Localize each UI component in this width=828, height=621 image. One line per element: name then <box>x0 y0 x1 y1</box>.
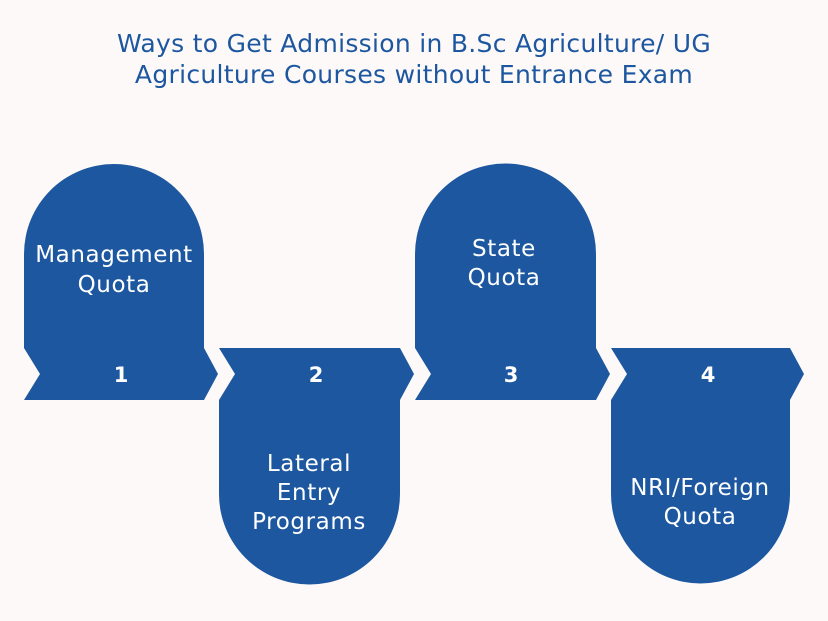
step-1-label-line-1: Management <box>35 242 193 268</box>
step-3-number: 3 <box>504 363 519 387</box>
page-title: Ways to Get Admission in B.Sc Agricultur… <box>0 28 828 90</box>
step-4-label-line-2: Quota <box>664 504 737 530</box>
step-3-shape <box>415 163 610 400</box>
step-3-label-line-2: Quota <box>468 265 541 291</box>
step-4-shape <box>611 348 804 584</box>
step-2-label-line-1: Lateral <box>267 451 351 477</box>
step-2-shape <box>219 348 414 585</box>
step-4-label-line-1: NRI/Foreign <box>630 475 769 501</box>
title-line-2: Agriculture Courses without Entrance Exa… <box>134 60 694 89</box>
title-line-1: Ways to Get Admission in B.Sc Agricultur… <box>116 29 712 58</box>
step-1-shape <box>24 164 218 400</box>
step-3-label-line-1: State <box>472 236 536 262</box>
step-4: NRI/Foreign Quota 4 <box>611 348 804 584</box>
step-3: State Quota 3 <box>415 163 610 400</box>
step-1: Management Quota 1 <box>24 164 218 400</box>
step-4-number: 4 <box>701 363 716 387</box>
step-1-number: 1 <box>114 363 129 387</box>
step-2: Lateral Entry Programs 2 <box>219 348 414 585</box>
step-1-label-line-2: Quota <box>78 272 151 298</box>
step-2-label-line-2: Entry <box>277 480 341 506</box>
step-2-number: 2 <box>309 363 324 387</box>
step-2-label-line-3: Programs <box>252 509 366 535</box>
